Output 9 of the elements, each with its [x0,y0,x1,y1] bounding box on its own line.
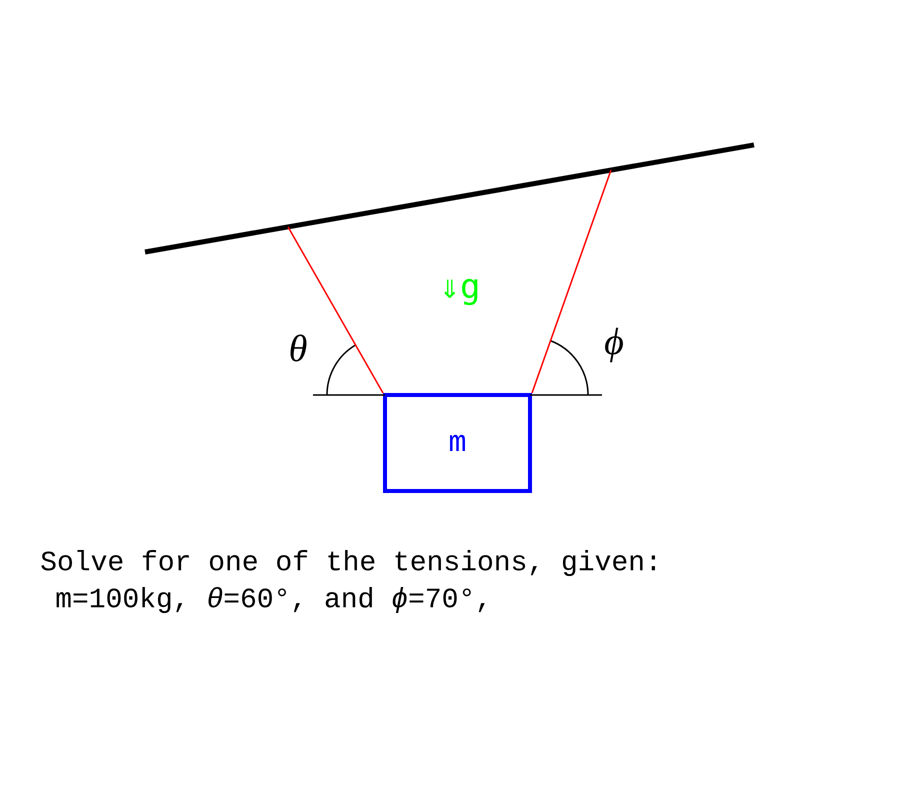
angle-label: ϕ [605,328,623,362]
problem-text: Solve for one of the tensions, given: [41,550,655,576]
problem-text: m=100kg, θ=60°, and ϕ=70°, [56,586,485,614]
mass-box: m [383,392,532,493]
rope [287,226,384,394]
angle-label: θ [290,334,306,362]
gravity-label: ⇓g [444,278,478,306]
rope [531,170,612,394]
ceiling-bar [144,142,754,254]
